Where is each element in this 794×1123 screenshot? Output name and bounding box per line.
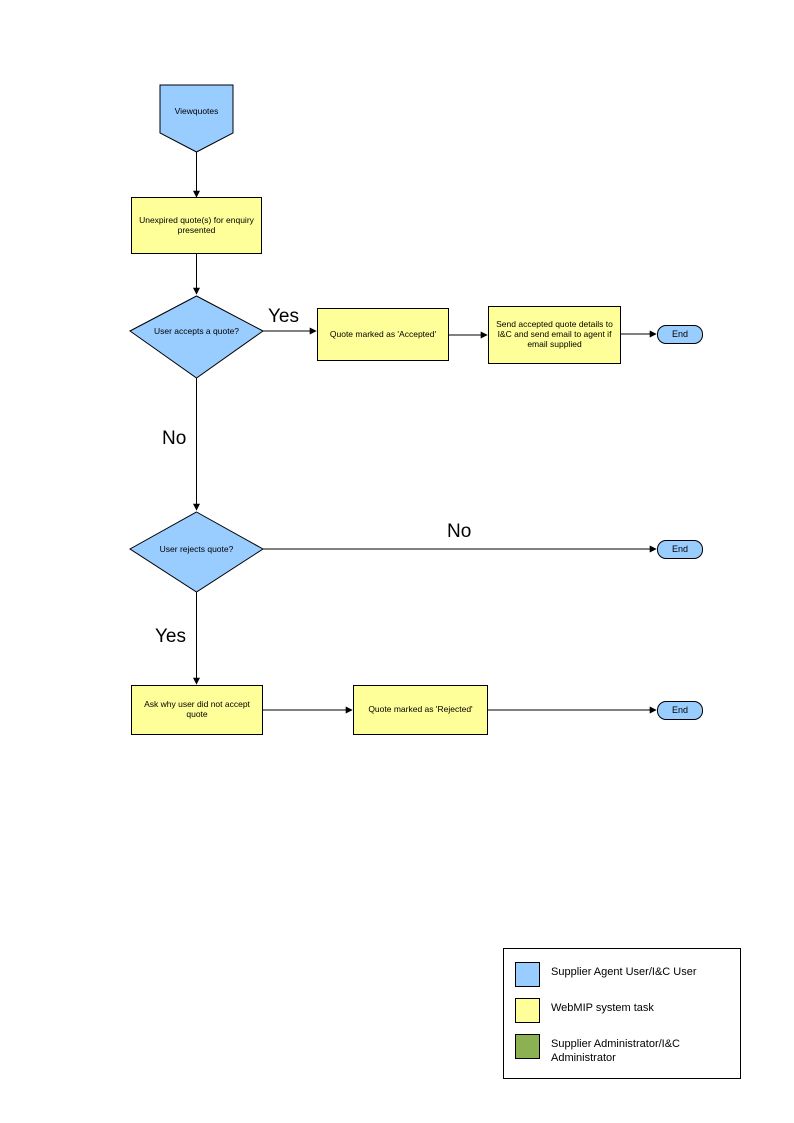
legend-label-admin: Supplier Administrator/I&C Administrator <box>551 1038 680 1064</box>
node-decision-reject-label: User rejects quote? <box>159 543 234 554</box>
node-quote-accepted[interactable]: Quote marked as 'Accepted' <box>317 308 449 361</box>
branch-label-accept-no: No <box>162 428 187 449</box>
legend-item-system: WebMIP system task <box>515 998 730 1023</box>
branch-label-accept-yes: Yes <box>268 306 299 327</box>
node-end-no-reject[interactable]: End <box>657 540 703 559</box>
node-start-label: Viewquotes <box>174 105 219 116</box>
branch-label-reject-no: No <box>447 521 472 542</box>
node-end-rejected[interactable]: End <box>657 701 703 720</box>
legend-item-admin: Supplier Administrator/I&C Administrator <box>515 1034 730 1066</box>
legend-swatch-admin-icon <box>515 1034 540 1059</box>
legend-swatch-user-icon <box>515 962 540 987</box>
node-end-accepted[interactable]: End <box>657 325 703 344</box>
legend-item-user: Supplier Agent User/I&C User <box>515 962 730 987</box>
node-send-accepted-details[interactable]: Send accepted quote details to I&C and s… <box>488 306 621 364</box>
branch-label-reject-yes: Yes <box>155 626 186 647</box>
start-shape-outline <box>159 84 234 153</box>
legend-box: Supplier Agent User/I&C User WebMIP syst… <box>503 948 741 1079</box>
node-quote-rejected[interactable]: Quote marked as 'Rejected' <box>353 685 488 735</box>
node-ask-why[interactable]: Ask why user did not accept quote <box>131 685 263 735</box>
node-unexpired-quotes[interactable]: Unexpired quote(s) for enquiry presented <box>131 197 262 254</box>
legend-swatch-system-icon <box>515 998 540 1023</box>
node-decision-accept-label: User accepts a quote? <box>153 325 240 336</box>
legend-label-system: WebMIP system task <box>551 1002 654 1014</box>
legend-label-user: Supplier Agent User/I&C User <box>551 966 697 978</box>
